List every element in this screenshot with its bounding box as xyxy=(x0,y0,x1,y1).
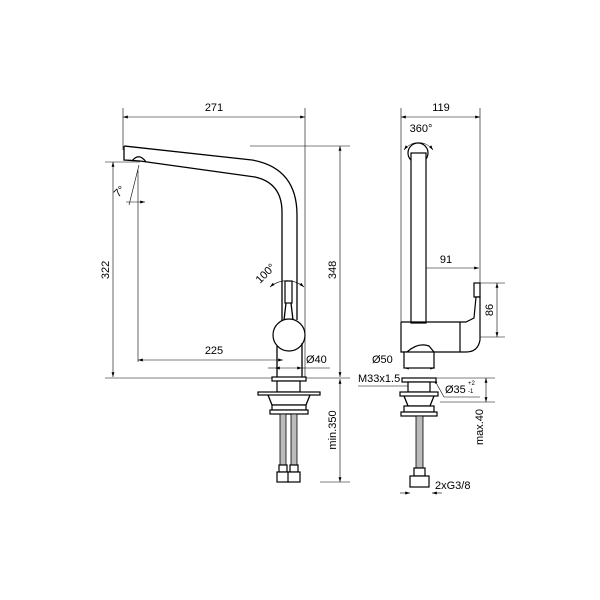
side-view: 119 360° 91 86 Ø50 M33x1.5 Ø35 +2 -1 max… xyxy=(358,102,505,495)
front-view: 271 322 348 225 7° 100° Ø40 min.350 xyxy=(100,102,350,483)
dim-7-degrees: 7° xyxy=(112,184,128,200)
dim-thread-m33: M33x1.5 xyxy=(358,373,400,385)
dim-271: 271 xyxy=(205,102,223,114)
dim-min-350: min.350 xyxy=(327,410,339,449)
dim-diameter-50: Ø50 xyxy=(372,354,393,366)
dim-225: 225 xyxy=(205,345,223,357)
tolerance-upper: +2 xyxy=(468,381,476,387)
dim-91: 91 xyxy=(440,254,452,266)
front-dimensions: 271 322 348 225 7° 100° Ø40 min.350 xyxy=(100,102,350,483)
dim-348: 348 xyxy=(327,261,339,279)
dim-connection-g38: 2xG3/8 xyxy=(435,480,470,492)
dim-360-degrees: 360° xyxy=(410,123,433,135)
dim-diameter-35: Ø35 xyxy=(445,384,466,396)
dim-86: 86 xyxy=(484,304,496,316)
dim-diameter-40: Ø40 xyxy=(306,354,327,366)
front-faucet-outline xyxy=(123,145,321,483)
dim-119: 119 xyxy=(432,102,450,114)
tolerance-lower: -1 xyxy=(468,389,474,395)
dim-max-40: max.40 xyxy=(474,409,486,445)
side-dimensions: 119 360° 91 86 Ø50 M33x1.5 Ø35 +2 -1 max… xyxy=(358,102,505,495)
dim-322: 322 xyxy=(100,261,112,279)
dim-100-degrees: 100° xyxy=(254,262,279,287)
side-faucet-outline xyxy=(399,142,481,488)
